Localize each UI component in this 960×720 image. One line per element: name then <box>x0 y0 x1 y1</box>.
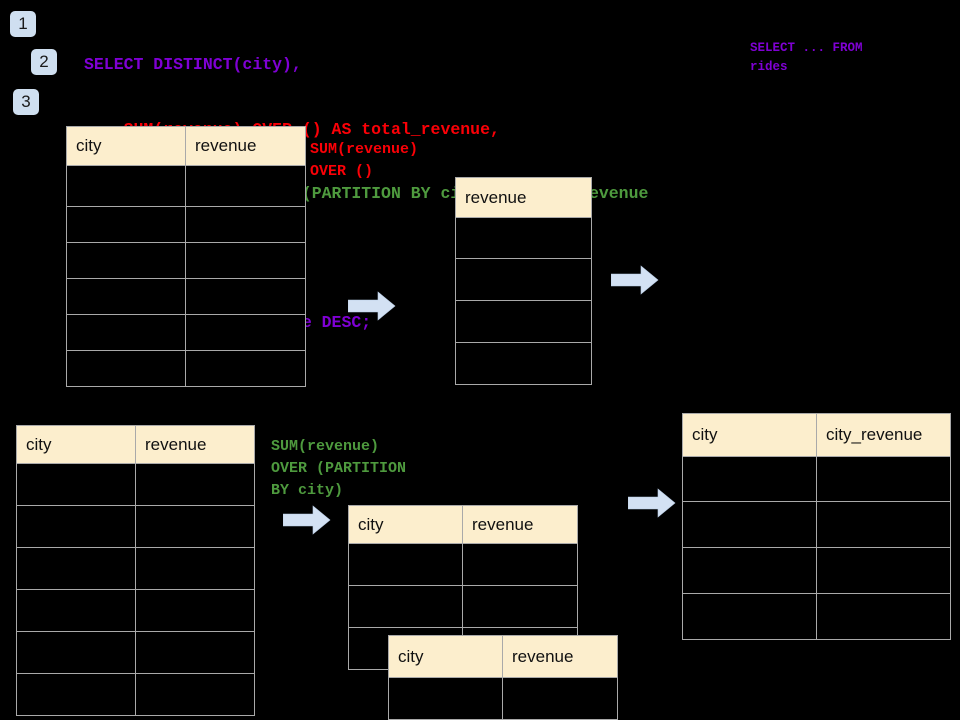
table-row <box>682 456 951 502</box>
table-header-row: city city_revenue <box>682 413 951 457</box>
cell-revenue <box>185 242 306 279</box>
table-row <box>455 342 592 385</box>
column-header-city: city <box>16 425 136 464</box>
table-row <box>348 585 578 628</box>
cell-city <box>66 165 186 207</box>
cell-revenue <box>185 206 306 243</box>
table-row <box>66 165 306 207</box>
arrow-partition-to-result <box>628 488 676 518</box>
cell-city-revenue <box>816 547 951 594</box>
table-row <box>16 631 255 674</box>
cell-city <box>16 589 136 632</box>
cell-city <box>16 505 136 548</box>
column-header-city-revenue: city_revenue <box>816 413 951 457</box>
cell-city <box>66 242 186 279</box>
table-rides-top: city revenue <box>66 126 306 387</box>
table-row <box>682 547 951 594</box>
table-row <box>682 501 951 548</box>
table-header-row: city revenue <box>388 635 618 678</box>
annotation-city-revenue: SUM(revenue) OVER (PARTITION BY city) <box>271 438 407 499</box>
column-header-revenue: revenue <box>462 505 578 544</box>
column-header-revenue: revenue <box>135 425 255 464</box>
cell-city-revenue <box>816 593 951 640</box>
table-row <box>455 300 592 343</box>
table-row <box>16 505 255 548</box>
arrow-total-to-result <box>611 265 659 295</box>
table-row <box>66 314 306 351</box>
cell-revenue <box>135 631 255 674</box>
cell-revenue <box>502 677 618 720</box>
cell-city <box>388 677 503 720</box>
table-row <box>16 463 255 506</box>
table-row <box>66 278 306 315</box>
cell-city <box>682 593 817 640</box>
cell-city <box>66 278 186 315</box>
cell-city-revenue <box>816 501 951 548</box>
table-row <box>66 350 306 387</box>
table-row <box>682 593 951 640</box>
cell-city <box>16 631 136 674</box>
table-header-row: city revenue <box>348 505 578 544</box>
table-row <box>16 673 255 716</box>
table-header-row: revenue <box>455 177 592 218</box>
column-header-city: city <box>388 635 503 678</box>
cell-revenue <box>455 300 592 343</box>
cell-revenue <box>185 278 306 315</box>
cell-city <box>16 673 136 716</box>
step-badge-1[interactable]: 1 <box>10 11 36 37</box>
step-badge-2[interactable]: 2 <box>31 49 57 75</box>
table-row <box>66 242 306 279</box>
cell-revenue <box>135 463 255 506</box>
cell-city <box>66 314 186 351</box>
cell-city <box>16 463 136 506</box>
cell-revenue <box>462 543 578 586</box>
cell-revenue <box>185 165 306 207</box>
column-header-city: city <box>682 413 817 457</box>
cell-city <box>682 547 817 594</box>
annotation-total-revenue: SUM(revenue) OVER () <box>310 141 419 180</box>
table-rides-bottom: city revenue <box>16 425 255 716</box>
table-result: city city_revenue <box>682 413 951 640</box>
table-row <box>348 543 578 586</box>
table-partition-front: city revenue <box>388 635 618 720</box>
cell-revenue <box>185 350 306 387</box>
arrow-rides-to-total <box>348 291 396 321</box>
cell-city-revenue <box>816 456 951 502</box>
cell-revenue <box>135 673 255 716</box>
cell-revenue <box>135 505 255 548</box>
cell-city <box>16 547 136 590</box>
column-header-revenue: revenue <box>502 635 618 678</box>
column-header-revenue: revenue <box>185 126 306 166</box>
table-total-revenue: revenue <box>455 177 592 385</box>
table-row <box>388 677 618 720</box>
cell-revenue <box>455 217 592 259</box>
cell-revenue <box>135 547 255 590</box>
column-header-city: city <box>348 505 463 544</box>
table-row <box>66 206 306 243</box>
table-partition-back: city revenue <box>348 505 578 670</box>
table-row <box>16 547 255 590</box>
column-header-city: city <box>66 126 186 166</box>
cell-revenue <box>462 585 578 628</box>
cell-city <box>348 543 463 586</box>
sql-line-select: SELECT DISTINCT(city), <box>84 55 302 74</box>
table-row <box>455 217 592 259</box>
cell-revenue <box>135 589 255 632</box>
step-badge-3[interactable]: 3 <box>13 89 39 115</box>
table-row <box>455 258 592 301</box>
cell-revenue <box>455 342 592 385</box>
cell-revenue <box>185 314 306 351</box>
table-row <box>16 589 255 632</box>
column-header-revenue: revenue <box>455 177 592 218</box>
cell-city <box>348 585 463 628</box>
table-header-row: city revenue <box>66 126 306 166</box>
cell-city <box>682 501 817 548</box>
table-header-row: city revenue <box>16 425 255 464</box>
cell-city <box>682 456 817 502</box>
cell-revenue <box>455 258 592 301</box>
sidenote-select-from-rides: SELECT ... FROM rides <box>750 41 863 74</box>
arrow-rides-to-partition <box>283 505 331 535</box>
cell-city <box>66 350 186 387</box>
cell-city <box>66 206 186 243</box>
